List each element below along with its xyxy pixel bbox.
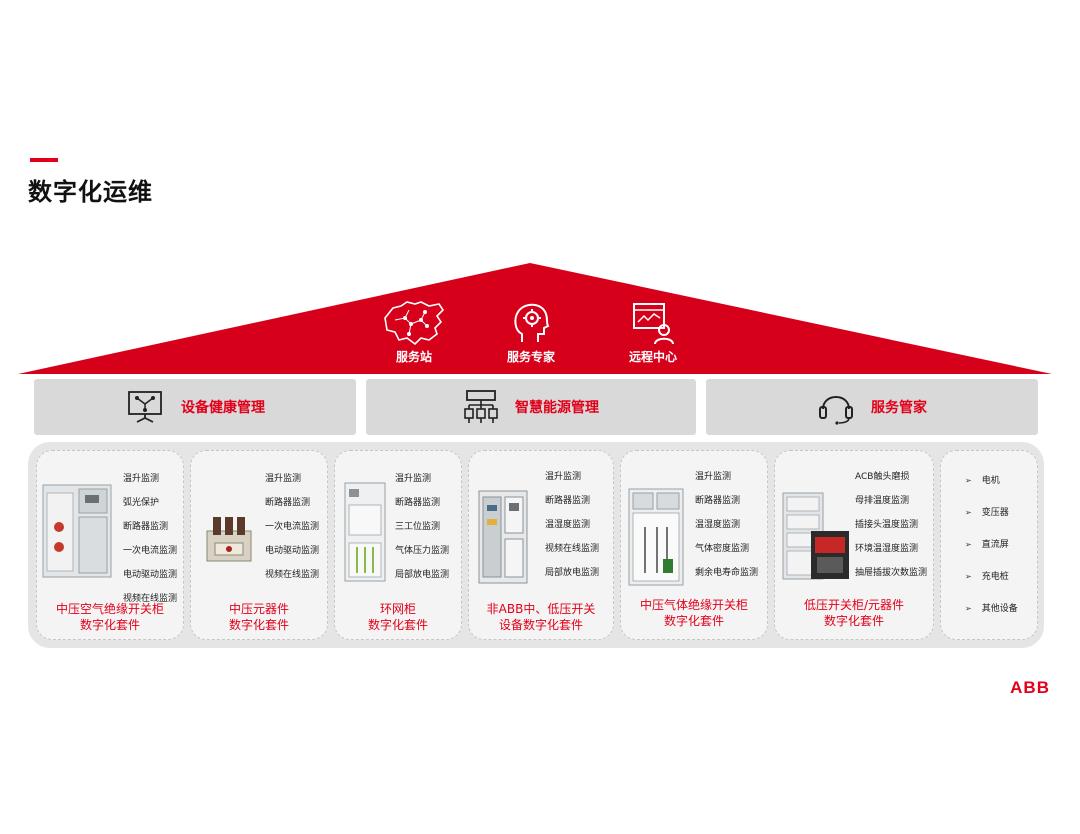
abb-logo: ABB xyxy=(1010,678,1050,697)
feature-item: 温升监测 xyxy=(265,474,302,484)
title-accent-bar xyxy=(30,158,58,162)
feature-item: 剩余电寿命监测 xyxy=(695,568,759,578)
roof-item-label: 服务站 xyxy=(395,350,432,364)
product-card-lv: ACB触头磨损 母排温度监测 插接头温度监测 环境温湿度监测 抽屉插拔次数监测 … xyxy=(774,450,934,640)
product-caption: 低压开关柜/元器件 数字化套件 xyxy=(803,598,905,628)
feature-item: 断路器监测 xyxy=(695,496,741,506)
product-card-mv-components: 温升监测 断路器监测 一次电流监测 电动驱动监测 视频在线监测 中压元器件 数字… xyxy=(190,450,328,640)
feature-item: 母排温度监测 xyxy=(855,496,910,506)
other-equipment-item: 充电桩 xyxy=(965,561,1018,593)
pillar-label: 服务管家 xyxy=(871,400,927,416)
open-cabinet-image xyxy=(478,490,528,584)
feature-item: 温湿度监测 xyxy=(545,520,591,530)
feature-item: 环境温湿度监测 xyxy=(855,544,919,554)
monitor-network-icon xyxy=(128,391,162,423)
product-caption: 中压元器件 数字化套件 xyxy=(228,602,289,632)
roof-item-label: 远程中心 xyxy=(628,350,677,364)
page-title: 数字化运维 xyxy=(28,178,153,206)
feature-item: 断路器监测 xyxy=(545,496,591,506)
feature-item: 温升监测 xyxy=(123,474,160,484)
gis-cabinet-image xyxy=(628,488,684,586)
feature-item: 视频在线监测 xyxy=(545,544,600,554)
product-caption: 环网柜 数字化套件 xyxy=(367,602,428,632)
network-hierarchy-icon xyxy=(464,390,498,423)
feature-item: 一次电流监测 xyxy=(123,546,178,556)
pillar-smart-energy: 智慧能源管理 xyxy=(366,379,696,435)
feature-item: 三工位监测 xyxy=(395,522,441,532)
feature-item: 断路器监测 xyxy=(395,498,441,508)
product-caption: 中压气体绝缘开关柜 数字化套件 xyxy=(639,598,748,628)
feature-item: 插接头温度监测 xyxy=(855,520,919,530)
feature-item: 局部放电监测 xyxy=(545,568,600,578)
feature-item: 电动驱动监测 xyxy=(265,546,320,556)
feature-item: 视频在线监测 xyxy=(123,594,178,604)
roof-item-label: 服务专家 xyxy=(506,350,555,364)
feature-item: 局部放电监测 xyxy=(395,570,450,580)
pillar-service-butler: 服务管家 xyxy=(706,379,1038,435)
feature-item: 视频在线监测 xyxy=(265,570,320,580)
expert-head-gear-icon xyxy=(514,303,550,342)
roof-item-service-expert: 服务专家 xyxy=(476,300,586,365)
other-equipment-item: 电机 xyxy=(965,465,1018,497)
feature-item: 弧光保护 xyxy=(123,498,160,508)
pillar-equipment-health: 设备健康管理 xyxy=(34,379,356,435)
pillar-label: 设备健康管理 xyxy=(181,400,265,416)
feature-item: 气体压力监测 xyxy=(395,546,450,556)
other-equipment-item: 其他设备 xyxy=(965,593,1018,625)
other-equipment-item: 变压器 xyxy=(965,497,1018,529)
feature-item: ACB触头磨损 xyxy=(855,472,910,482)
roof-item-service-station: 服务站 xyxy=(359,300,469,365)
feature-item: 温湿度监测 xyxy=(695,520,741,530)
feature-item: 断路器监测 xyxy=(265,498,311,508)
switchgear-cabinet-image xyxy=(42,484,112,578)
remote-monitor-user-icon xyxy=(633,303,674,345)
product-card-other-equipment: 电机 变压器 直流屏 充电桩 其他设备 xyxy=(940,450,1038,640)
product-card-mv-gis: 温升监测 断路器监测 温湿度监测 气体密度监测 剩余电寿命监测 中压气体绝缘开关… xyxy=(620,450,768,640)
feature-item: 电动驱动监测 xyxy=(123,570,178,580)
product-card-mv-ais: 温升监测 弧光保护 断路器监测 一次电流监测 电动驱动监测 视频在线监测 中压空… xyxy=(36,450,184,640)
circuit-breaker-image xyxy=(206,517,252,562)
pillar-label: 智慧能源管理 xyxy=(515,400,599,416)
feature-item: 抽屉插拔次数监测 xyxy=(855,568,928,578)
feature-item: 温升监测 xyxy=(545,472,582,482)
china-map-icon xyxy=(384,301,445,346)
feature-item: 温升监测 xyxy=(395,474,432,484)
product-card-rmu: 温升监测 断路器监测 三工位监测 气体压力监测 局部放电监测 环网柜 数字化套件 xyxy=(334,450,462,640)
ring-main-unit-image xyxy=(344,482,386,582)
product-caption: 中压空气绝缘开关柜 数字化套件 xyxy=(55,602,164,632)
feature-item: 断路器监测 xyxy=(123,522,169,532)
lv-switchgear-acb-image xyxy=(782,492,849,580)
feature-item: 温升监测 xyxy=(695,472,732,482)
headset-icon xyxy=(819,396,853,425)
roof-item-remote-center: 远程中心 xyxy=(598,300,708,365)
other-equipment-item: 直流屏 xyxy=(965,529,1018,561)
product-card-non-abb: 温升监测 断路器监测 温湿度监测 视频在线监测 局部放电监测 非ABB中、低压开… xyxy=(468,450,614,640)
feature-item: 气体密度监测 xyxy=(695,544,750,554)
product-caption: 非ABB中、低压开关 设备数字化套件 xyxy=(486,602,596,632)
feature-item: 一次电流监测 xyxy=(265,522,320,532)
